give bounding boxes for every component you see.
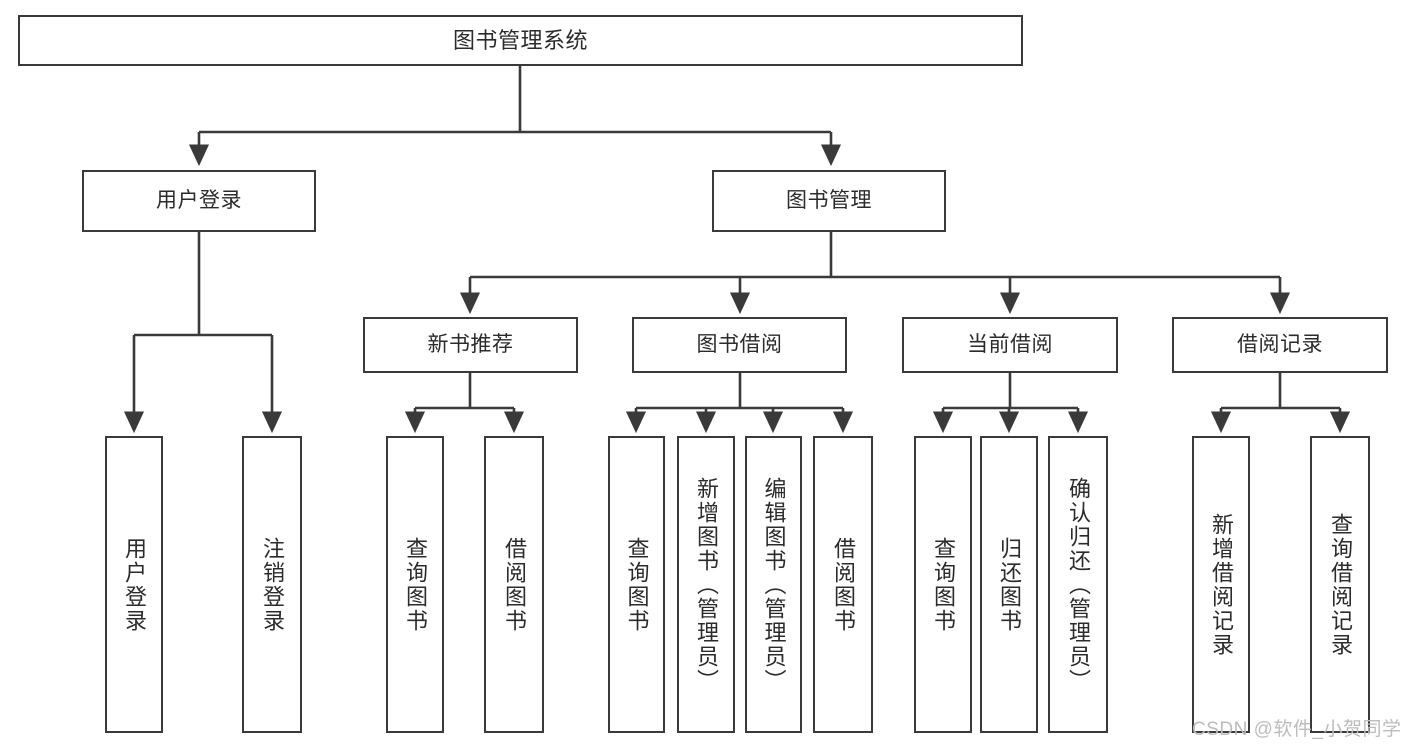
node-current-borrow[interactable]: 当前借阅 <box>902 317 1118 373</box>
node-label: 查询借阅记录 <box>1328 512 1353 657</box>
node-label: 查询图书 <box>403 536 428 633</box>
node-leaf-borrow-book-1[interactable]: 借阅图书 <box>484 436 544 733</box>
node-leaf-return-book[interactable]: 归还图书 <box>980 436 1038 733</box>
node-root-system[interactable]: 图书管理系统 <box>18 15 1023 66</box>
node-label: 借阅图书 <box>502 536 527 633</box>
node-label: 图书管理 <box>786 188 872 212</box>
node-new-book-recommend[interactable]: 新书推荐 <box>363 317 578 373</box>
node-label: 用户登录 <box>156 188 242 212</box>
node-label: 注销登录 <box>260 536 285 633</box>
node-borrow-record[interactable]: 借阅记录 <box>1172 317 1388 373</box>
node-label: 新增借阅记录 <box>1209 512 1234 657</box>
node-label: 用户登录 <box>122 536 147 633</box>
watermark-text: CSDN @软件_小贺同学 <box>1192 719 1402 740</box>
node-label: 新增图书（管理员） <box>694 476 719 693</box>
node-label: 图书管理系统 <box>452 27 588 53</box>
node-leaf-add-book[interactable]: 新增图书（管理员） <box>677 436 735 733</box>
node-label: 编辑图书（管理员） <box>761 476 787 693</box>
node-leaf-add-borrow-record[interactable]: 新增借阅记录 <box>1192 436 1250 733</box>
node-label: 确认归还（管理员） <box>1066 476 1091 693</box>
node-leaf-query-borrow-record[interactable]: 查询借阅记录 <box>1310 436 1370 733</box>
node-book-manage[interactable]: 图书管理 <box>712 170 946 232</box>
node-leaf-edit-book[interactable]: 编辑图书（管理员） <box>745 436 802 733</box>
node-leaf-query-book-2[interactable]: 查询图书 <box>608 436 665 733</box>
node-label: 当前借阅 <box>967 332 1053 356</box>
node-leaf-query-book-3[interactable]: 查询图书 <box>914 436 972 733</box>
node-label: 查询图书 <box>624 536 650 633</box>
node-leaf-confirm-return[interactable]: 确认归还（管理员） <box>1048 436 1108 733</box>
node-leaf-user-login[interactable]: 用户登录 <box>105 436 163 733</box>
node-user-login[interactable]: 用户登录 <box>82 170 316 232</box>
node-label: 借阅图书 <box>831 536 856 633</box>
node-label: 借阅记录 <box>1237 332 1323 356</box>
node-leaf-borrow-book-2[interactable]: 借阅图书 <box>813 436 873 733</box>
node-label: 图书借阅 <box>696 332 783 356</box>
node-label: 查询图书 <box>931 536 956 633</box>
node-label: 归还图书 <box>997 536 1022 633</box>
node-leaf-logout[interactable]: 注销登录 <box>242 436 302 733</box>
node-book-borrow[interactable]: 图书借阅 <box>632 317 847 373</box>
node-label: 新书推荐 <box>427 332 514 356</box>
node-leaf-query-book-1[interactable]: 查询图书 <box>386 436 444 733</box>
